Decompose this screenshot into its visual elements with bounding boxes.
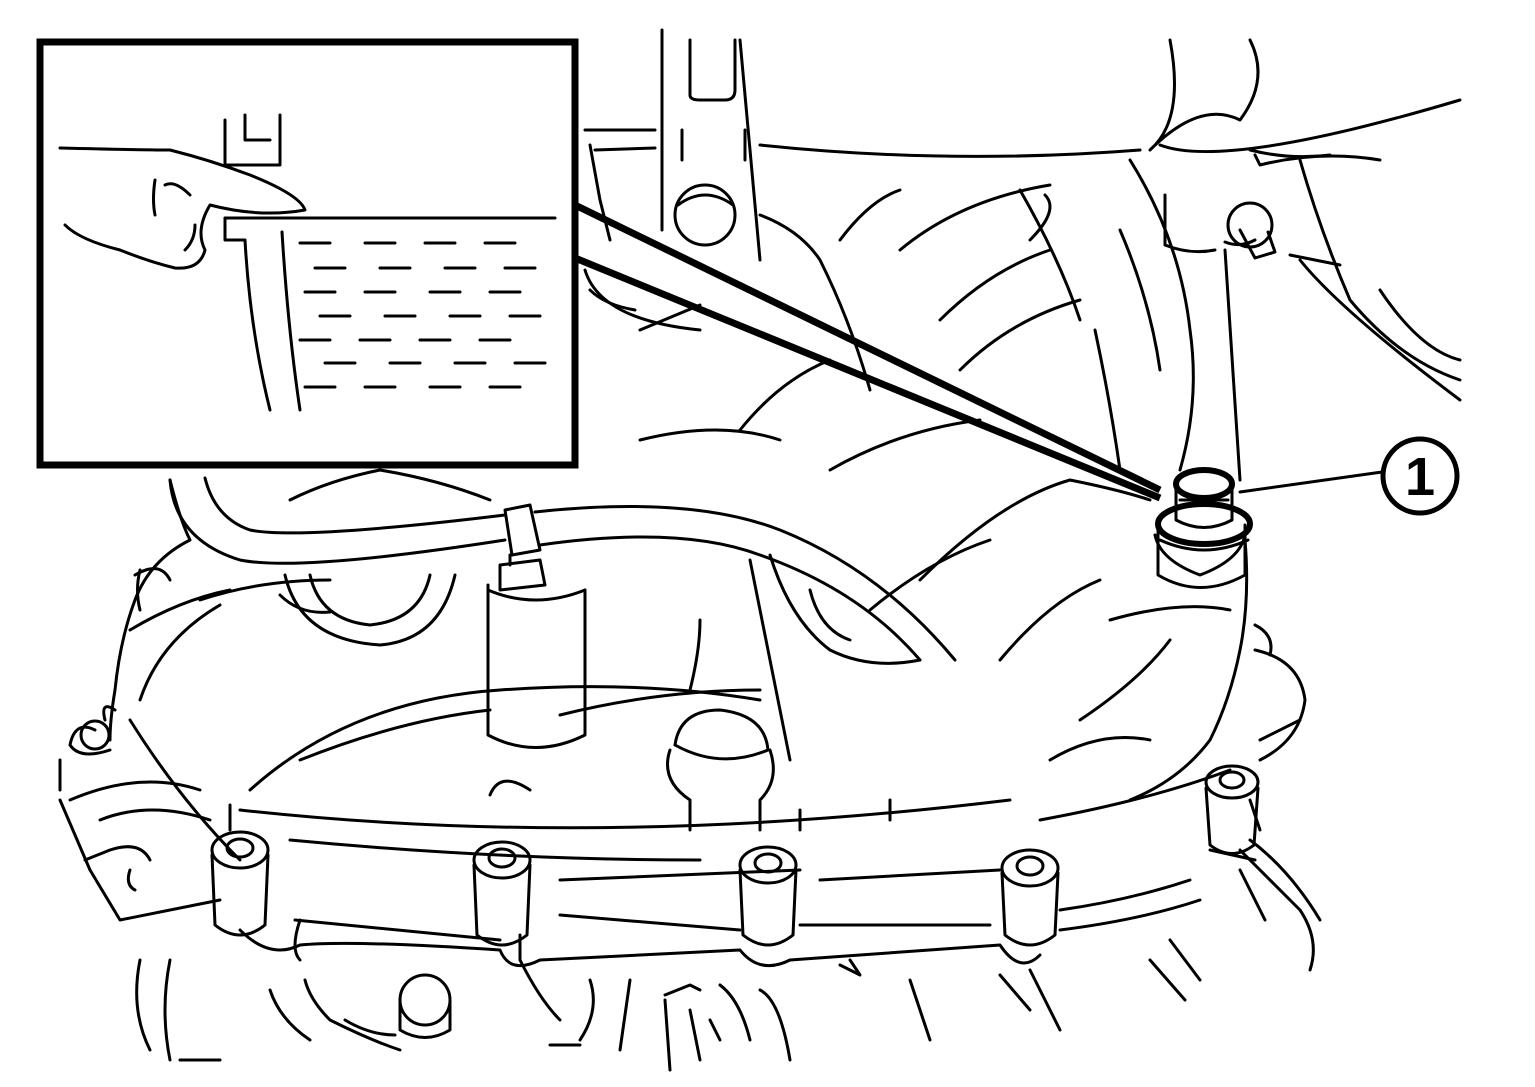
oil-level-inset [36, 38, 579, 469]
callout-1: 1 [1238, 436, 1460, 516]
oil-fluid [298, 241, 547, 389]
flange-bolt [210, 830, 270, 937]
flange-bolts [210, 764, 1260, 947]
callout-label: 1 [1405, 447, 1435, 507]
inset-leader [573, 201, 1162, 502]
flange-bolt [472, 840, 532, 947]
flange-bolt [1000, 848, 1060, 947]
flange-bolt [738, 845, 798, 947]
breather-hose [168, 476, 957, 749]
flange-bolt [1204, 764, 1260, 855]
transmission-body [58, 28, 1462, 1072]
fill-plug [1155, 467, 1253, 589]
